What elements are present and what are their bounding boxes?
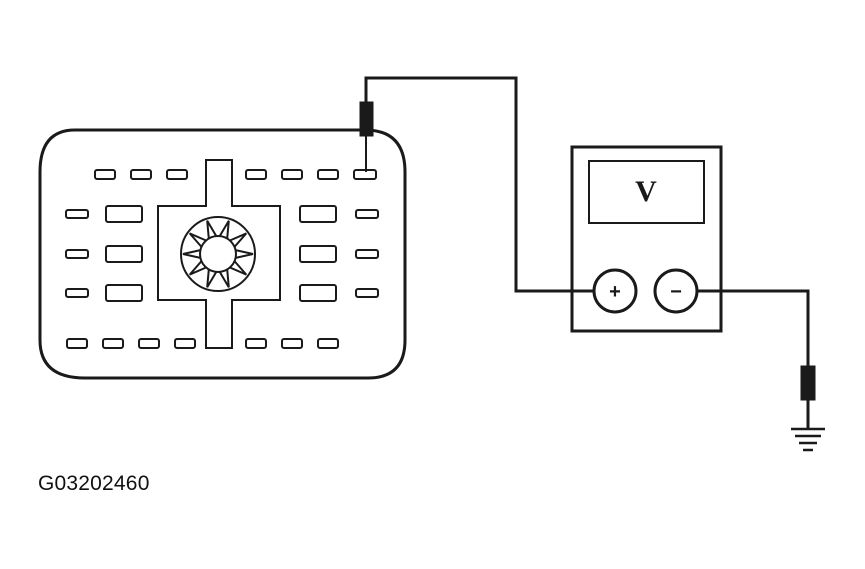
pin-cavity: [166, 169, 188, 180]
pin-cavity: [174, 338, 196, 349]
negative-symbol: −: [670, 281, 682, 303]
pin-cavity: [138, 338, 160, 349]
gear-tooth: [229, 260, 248, 276]
gear-tooth: [229, 232, 248, 248]
pin-column-left: [65, 205, 143, 302]
gear-tooth: [206, 220, 218, 239]
gear-tooth: [188, 260, 207, 276]
multimeter-body: [570, 145, 723, 333]
positive-test-lead: [364, 76, 594, 293]
pin-cavity: [281, 338, 303, 349]
pin-cavity-large: [105, 284, 143, 302]
pin-cavity: [94, 169, 116, 180]
pin-cavity-large: [299, 205, 337, 223]
gear-tooth: [206, 269, 218, 288]
pin-cavity: [281, 169, 303, 180]
pin-cavity: [317, 338, 339, 349]
pin-cavity: [65, 249, 89, 259]
connector-keyway: [157, 159, 281, 349]
pin-cavity: [102, 338, 124, 349]
figure-id-label: G03202460: [38, 472, 150, 495]
pin-cavity-large: [299, 245, 337, 263]
ground-icon: [791, 427, 825, 452]
pin-cavity-large: [105, 245, 143, 263]
pin-cavity: [317, 169, 339, 180]
meter-display-text: V: [635, 175, 657, 208]
pin-cavity: [245, 338, 267, 349]
ground-clip: [800, 365, 816, 401]
pin-cavity: [245, 169, 267, 180]
pin-row-bottom: [66, 338, 339, 349]
gear-tooth: [218, 269, 230, 288]
pin-cavity: [355, 288, 379, 298]
pin-cavity: [65, 288, 89, 298]
gear-tooth: [218, 220, 230, 239]
pin-column-right: [299, 205, 379, 302]
positive-terminal: [592, 268, 638, 314]
pin-cavity-large: [105, 205, 143, 223]
gear-tooth: [235, 249, 254, 259]
gear-tooth: [182, 249, 201, 259]
backprobe-pin-icon: [359, 101, 374, 172]
positive-symbol: +: [609, 281, 621, 303]
pin-cavity-large: [299, 284, 337, 302]
gear-icon: [180, 216, 256, 292]
pin-cavity: [66, 338, 88, 349]
pin-cavity: [130, 169, 152, 180]
connector-outline: [38, 128, 407, 380]
multimeter-icon: [570, 145, 723, 333]
gear-tooth: [188, 232, 207, 248]
multimeter-display: [588, 160, 705, 224]
pin-cavity: [65, 209, 89, 219]
pin-cavity: [355, 249, 379, 259]
negative-test-lead: [697, 289, 810, 366]
connector-icon: [38, 128, 407, 380]
pin-cavity: [355, 209, 379, 219]
pin-row-top: [94, 169, 377, 180]
probe-handle: [359, 101, 374, 137]
